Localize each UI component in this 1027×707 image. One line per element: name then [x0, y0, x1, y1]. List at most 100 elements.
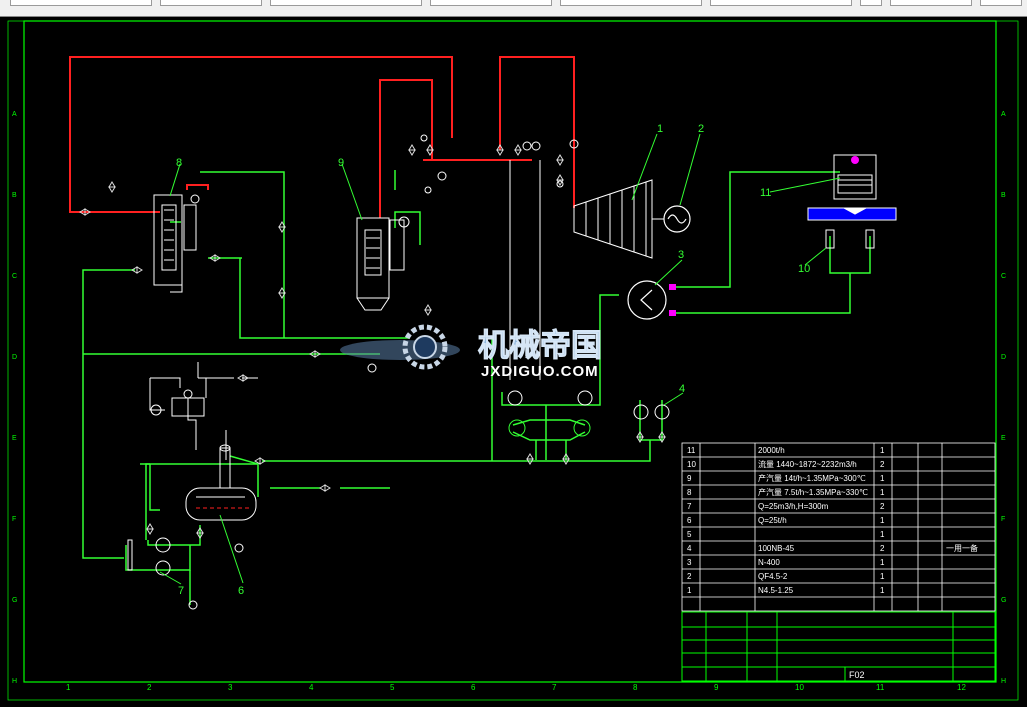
condenser [627, 280, 676, 320]
cooling-tower [807, 154, 897, 249]
label-3: 3 [678, 249, 684, 261]
table-cell-spec: 100NB-45 [758, 544, 795, 553]
table-cell-no: 6 [687, 516, 692, 525]
table-cell-spec: 产汽量 7.5t/h~1.35MPa~330℃ [758, 487, 868, 497]
boiler-8 [153, 194, 200, 293]
valves [79, 144, 666, 539]
white-pipes [149, 160, 541, 460]
cad-toolbar [0, 0, 1027, 17]
toolbar-control[interactable] [980, 0, 1022, 6]
toolbar-control[interactable] [270, 0, 422, 6]
table-cell-qty: 2 [880, 460, 885, 469]
row-label: D [1001, 354, 1006, 361]
watermark-site: JXDIGUO.COM [481, 363, 599, 380]
water-lines [82, 170, 871, 605]
row-label: C [1001, 273, 1006, 280]
row-label: F [12, 516, 16, 523]
label-4: 4 [679, 383, 685, 395]
steam-lines [69, 56, 575, 218]
table-cell-spec: Q=25t/h [758, 516, 787, 525]
label-11: 11 [760, 187, 771, 199]
deaerator [185, 444, 257, 521]
column-label: 3 [228, 683, 233, 692]
drawing-frame [7, 20, 1019, 701]
toolbar-control[interactable] [430, 0, 552, 6]
table-cell-qty: 1 [880, 488, 885, 497]
table-cell-spec: Q=25m3/h,H=300m [758, 502, 829, 511]
watermark: 机械帝国 JXDIGUO.COM [340, 324, 603, 380]
label-10: 10 [798, 263, 810, 275]
row-label: B [1001, 192, 1006, 199]
table-cell-no: 5 [687, 530, 692, 539]
table-cell-no: 3 [687, 558, 692, 567]
toolbar-control[interactable] [890, 0, 972, 6]
table-cell-spec: 2000t/h [758, 446, 785, 455]
table-cell-qty: 1 [880, 516, 885, 525]
table-cell-no: 1 [687, 586, 692, 595]
generator [663, 205, 691, 233]
row-label: A [12, 111, 17, 118]
row-label: E [1001, 435, 1006, 442]
label-7: 7 [178, 585, 184, 597]
condensate-pumps [507, 390, 670, 437]
drawing-number: F02 [849, 670, 865, 680]
table-cell-no: 11 [687, 446, 696, 455]
toolbar-control[interactable] [160, 0, 262, 6]
boiler-9 [356, 216, 410, 311]
table-cell-spec: 流量 1440~1872~2232m3/h [758, 459, 857, 469]
instruments [188, 134, 579, 610]
toolbar-control[interactable] [710, 0, 852, 6]
label-9: 9 [338, 157, 344, 169]
row-label: E [12, 435, 17, 442]
component-labels: 1 2 3 4 6 7 8 9 10 11 [176, 123, 810, 597]
row-label: G [1001, 597, 1006, 604]
row-label: H [12, 678, 17, 685]
row-label: F [1001, 516, 1005, 523]
table-cell-spec: 产汽量 14t/h~1.35MPa~300℃ [758, 473, 866, 483]
column-label: 1 [66, 683, 71, 692]
column-label: 7 [552, 683, 557, 692]
column-label: 4 [309, 683, 314, 692]
label-2: 2 [698, 123, 704, 135]
column-label: 5 [390, 683, 395, 692]
table-cell-spec: N4.5-1.25 [758, 586, 794, 595]
table-cell-qty: 2 [880, 544, 885, 553]
table-cell-qty: 1 [880, 586, 885, 595]
table-cell-no: 10 [687, 460, 696, 469]
toolbar-control[interactable] [10, 0, 152, 6]
watermark-brand: 机械帝国 [478, 328, 602, 363]
feed-pumps [127, 537, 171, 576]
toolbar-control[interactable] [560, 0, 702, 6]
leader-lines [159, 133, 841, 585]
table-cell-no: 9 [687, 474, 692, 483]
title-block [681, 611, 996, 682]
steam-turbine [573, 179, 664, 259]
column-label: 9 [714, 683, 719, 692]
label-1: 1 [657, 123, 663, 135]
table-cell-spec: N-400 [758, 558, 780, 567]
row-label: H [1001, 678, 1006, 685]
table-cell-qty: 1 [880, 558, 885, 567]
table-cell-qty: 1 [880, 446, 885, 455]
table-cell-spec: QF4.5-2 [758, 572, 788, 581]
table-cell-qty: 1 [880, 474, 885, 483]
dosing-tank [150, 389, 205, 417]
table-cell-no: 2 [687, 572, 692, 581]
table-cell-no: 4 [687, 544, 692, 553]
column-label: 2 [147, 683, 152, 692]
column-label: 12 [957, 683, 966, 692]
table-cell-qty: 1 [880, 572, 885, 581]
table-cell-remark: 一用一备 [946, 543, 978, 553]
label-6: 6 [238, 585, 244, 597]
row-label: C [12, 273, 17, 280]
toolbar-control[interactable] [860, 0, 882, 6]
row-label: A [1001, 111, 1006, 118]
table-cell-no: 8 [687, 488, 692, 497]
column-label: 10 [795, 683, 804, 692]
row-label: G [12, 597, 17, 604]
